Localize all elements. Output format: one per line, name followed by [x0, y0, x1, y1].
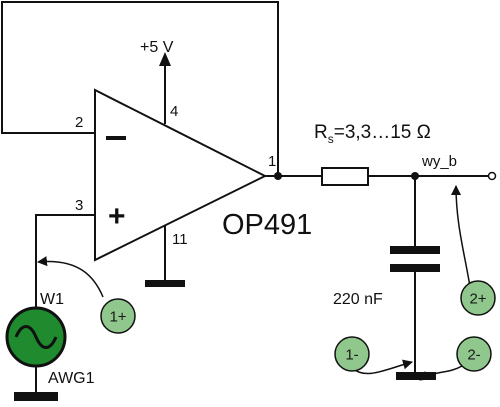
plus-sign: +: [108, 200, 126, 233]
svg-text:2-: 2-: [467, 347, 480, 364]
badge-1minus: 1-: [334, 336, 370, 372]
resistor-label-sub: s: [328, 132, 334, 146]
pin-4-label: 4: [170, 103, 178, 120]
svg-text:1-: 1-: [345, 347, 358, 364]
output-label: wy_b: [421, 153, 457, 170]
feedback-wire: [1, 1, 279, 176]
supply-arrow: [159, 52, 171, 66]
probe-arrow-2plus: [451, 185, 471, 288]
generator-label: AWG1: [48, 370, 95, 387]
resistor-label-value: =3,3…15 Ω: [334, 122, 431, 143]
output-terminal: [487, 171, 497, 181]
resistor-rs: [321, 167, 369, 186]
capacitor-plate-top: [390, 246, 440, 254]
resistor-label: Rs=3,3…15 Ω: [314, 122, 431, 146]
ground-symbol-generator: [14, 392, 58, 401]
pin-11-label: 11: [172, 231, 188, 248]
badge-2plus: 2+: [460, 280, 496, 316]
probe-arrow-1plus: [37, 256, 104, 298]
capacitor-plate-bottom: [390, 264, 440, 272]
svg-text:2+: 2+: [469, 291, 486, 308]
inverting-input-marker: [106, 136, 126, 140]
ground-symbol-opamp: [145, 280, 185, 287]
resistor-label-main: R: [314, 122, 328, 143]
capacitor-label: 220 nF: [333, 291, 383, 308]
badge-2minus: 2-: [456, 336, 492, 372]
badge-1plus: 1+: [100, 298, 136, 334]
ground-symbol-capacitor: [396, 372, 436, 380]
svg-text:1+: 1+: [109, 309, 126, 326]
supply-label: +5 V: [140, 39, 174, 56]
probe-arrow-2minus: [419, 365, 463, 381]
pin-2-label: 2: [75, 114, 83, 131]
sine-wave-icon: [14, 325, 58, 349]
output-junction: [274, 172, 282, 180]
chip-name-label: OP491: [222, 209, 312, 241]
input-wire: [35, 214, 95, 308]
pin-3-label: 3: [75, 197, 83, 214]
op-amp-triangle: [94, 88, 268, 262]
pin-1-label: 1: [268, 153, 276, 170]
probe-w1-label: W1: [40, 291, 64, 308]
